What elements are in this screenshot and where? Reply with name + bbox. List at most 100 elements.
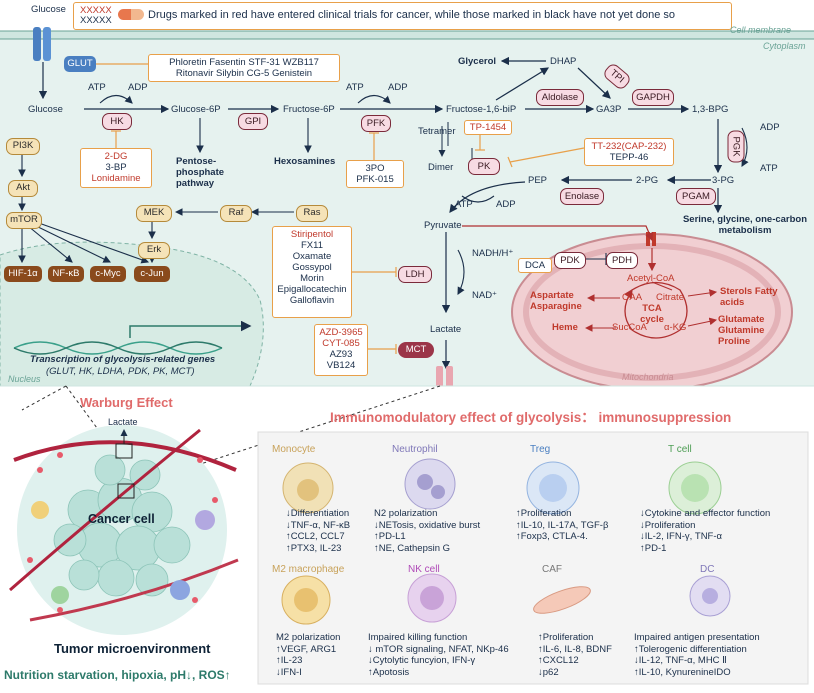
- pk-drug-tt232: TT-232(CAP-232): [591, 141, 667, 152]
- cell-effect-line: ↑IL-10, KynurenineIDO: [634, 666, 731, 678]
- cell-effect-line: ↓ mTOR signaling, NFAT, NKp-46: [368, 643, 509, 655]
- pdk-inhibitor-dca: DCA: [518, 258, 552, 273]
- nad: NAD⁺: [472, 290, 498, 301]
- adp-pgk: ADP: [760, 122, 780, 133]
- mek-node: MEK: [136, 205, 172, 222]
- cell-effect-line: ↓IFN-I: [276, 666, 302, 678]
- cell-effect-line: ↑IL-23: [276, 655, 303, 666]
- glycerol: Glycerol: [458, 56, 497, 67]
- mct-drug-cyt085: CYT-085: [322, 338, 360, 349]
- adp-pfk: ADP: [388, 82, 408, 93]
- cell-effect-line: Impaired antigen presentation: [634, 632, 760, 643]
- cell-name-m2-macrophage: M2 macrophage: [272, 564, 345, 575]
- atp-pfk: ATP: [346, 82, 364, 93]
- tetramer: Tetramer: [418, 126, 456, 137]
- akt-node: Akt: [8, 180, 38, 197]
- pgk-enzyme[interactable]: PGK: [727, 130, 745, 163]
- nfkb-node: NF-κB: [48, 266, 84, 282]
- glucose-6p: Glucose-6P: [171, 104, 221, 115]
- pk-enzyme[interactable]: PK: [468, 158, 500, 175]
- immuno-title: Immunomodulatory effect of glycolysis： i…: [330, 410, 732, 425]
- citrate: Citrate: [656, 292, 684, 303]
- glut-drug-line2: Ritonavir Silybin CG-5 Genistein: [175, 68, 313, 79]
- cell-effect-line: ↓IL-12, TNF-α, MHC Ⅱ: [634, 655, 727, 666]
- ldh-drug-oxamate: Oxamate: [292, 251, 332, 262]
- atp-hk: ATP: [88, 82, 106, 93]
- ldh-drug-stiripentol: Stiripentol: [290, 229, 334, 240]
- enolase-enzyme[interactable]: Enolase: [560, 188, 604, 205]
- hk-drug-lonidamine: Lonidamine: [91, 173, 141, 184]
- mtor-node: mTOR: [6, 212, 42, 229]
- cell-name-monocyte: Monocyte: [272, 444, 316, 455]
- hif1a-node: HIF-1α: [4, 266, 42, 282]
- hk-inhibitors: 2-DG 3-BP Lonidamine: [80, 148, 152, 188]
- pentose-phosphate-pathway: Pentose-phosphate pathway: [176, 156, 225, 189]
- hk-enzyme[interactable]: HK: [102, 113, 132, 130]
- cjun-node: c-Jun: [134, 266, 170, 282]
- pg3: 3-PG: [712, 175, 735, 186]
- glucose-outside: Glucose: [31, 4, 66, 15]
- cell-effect-line: ↑Foxp3, CTLA-4.: [516, 531, 588, 542]
- glut-enzyme[interactable]: GLUT: [64, 56, 96, 72]
- pfk-inhibitors: 3PO PFK-015: [346, 160, 404, 188]
- glut-inhibitors: Phloretin Fasentin STF-31 WZB117 Ritonav…: [148, 54, 340, 82]
- transcription-genes: (GLUT, HK, LDHA, PDK, PK, MCT): [46, 366, 195, 377]
- pk-inhibitor-tp1454: TP-1454: [464, 120, 512, 135]
- adp-hk: ADP: [128, 82, 148, 93]
- mct-inhibitors: AZD-3965 CYT-085 AZ93 VB124: [314, 324, 368, 376]
- membrane-label: Cell membrane: [730, 25, 792, 35]
- pgam-enzyme[interactable]: PGAM: [676, 188, 716, 205]
- cell-effect-line: ↓TNF-α, NF-κB: [286, 519, 351, 531]
- aldolase-enzyme[interactable]: Aldolase: [536, 89, 584, 106]
- ldh-drug-galloflavin: Galloflavin: [289, 295, 335, 306]
- cell-effect-line: N2 polarization: [374, 508, 438, 519]
- adp-pk: ADP: [496, 199, 516, 210]
- cell-effect-line: ↓Differentiation: [286, 508, 350, 519]
- oaa: OAA: [622, 292, 643, 303]
- ldh-enzyme[interactable]: LDH: [398, 266, 432, 283]
- hk-drug-3bp: 3-BP: [105, 162, 127, 173]
- pill-icon: [118, 9, 144, 20]
- lactate: Lactate: [430, 324, 462, 335]
- mct-enzyme[interactable]: MCT: [398, 342, 434, 358]
- mito-label: Mitochondria: [622, 372, 674, 382]
- gpi-enzyme[interactable]: GPI: [238, 113, 268, 130]
- cell-effect-line: M2 polarization: [276, 632, 341, 643]
- pyruvate: Pyruvate: [424, 220, 462, 231]
- fructose-6p: Fructose-6P: [283, 104, 335, 115]
- cell-effect-line: ↑NE, Cathepsin G: [374, 542, 451, 554]
- pk-drug-tepp46: TEPP-46: [609, 152, 649, 163]
- cell-effect-line: ↑CXCL12: [538, 655, 579, 666]
- cell-effect-line: ↑Apotosis: [368, 666, 410, 678]
- ldh-drug-epigallocatechin: Epigallocatechin: [277, 284, 347, 295]
- cell-name-t-cell: T cell: [668, 444, 692, 455]
- cell-effect-line: ↑IL-10, IL-17A, TGF-β: [516, 519, 609, 531]
- raf-node: Raf: [220, 205, 252, 222]
- bpg13: 1,3-BPG: [692, 104, 729, 115]
- pfk-enzyme[interactable]: PFK: [361, 115, 391, 132]
- cell-effect-line: Impaired killing function: [368, 632, 468, 643]
- cell-effect-line: ↓p62: [538, 666, 559, 678]
- nucleus-label: Nucleus: [8, 374, 41, 384]
- cell-effect-line: ↑Proliferation: [516, 508, 572, 519]
- acetyl-coa: Acetyl-CoA: [627, 273, 675, 284]
- cell-effect-line: ↑Proliferation: [538, 632, 594, 643]
- cell-name-dc: DC: [700, 564, 715, 575]
- tca-cycle: TCA cycle: [640, 303, 664, 325]
- cell-effect-line: ↑PD-L1: [374, 531, 406, 542]
- pdk-enzyme[interactable]: PDK: [554, 252, 586, 269]
- cell-effect-line: ↑PTX3, IL-23: [286, 542, 342, 554]
- gapdh-enzyme[interactable]: GAPDH: [632, 89, 674, 106]
- cell-effect-line: ↓Proliferation: [640, 519, 696, 531]
- cancer-cell-label: Cancer cell: [88, 512, 155, 526]
- sterols-fatty-acids: Sterols Fatty acids: [720, 286, 778, 308]
- pdh-enzyme[interactable]: PDH: [606, 252, 638, 269]
- legend-black-example: XXXXX: [80, 15, 112, 26]
- hk-drug-2dg: 2-DG: [104, 151, 128, 162]
- mct-drug-az93: AZ93: [329, 349, 353, 360]
- dimer: Dimer: [428, 162, 454, 173]
- ldh-inhibitors: Stiripentol FX11 Oxamate Gossypol Morin …: [272, 226, 352, 318]
- mct-drug-vb124: VB124: [326, 360, 356, 371]
- cell-effect-line: ↓NETosis, oxidative burst: [374, 519, 481, 531]
